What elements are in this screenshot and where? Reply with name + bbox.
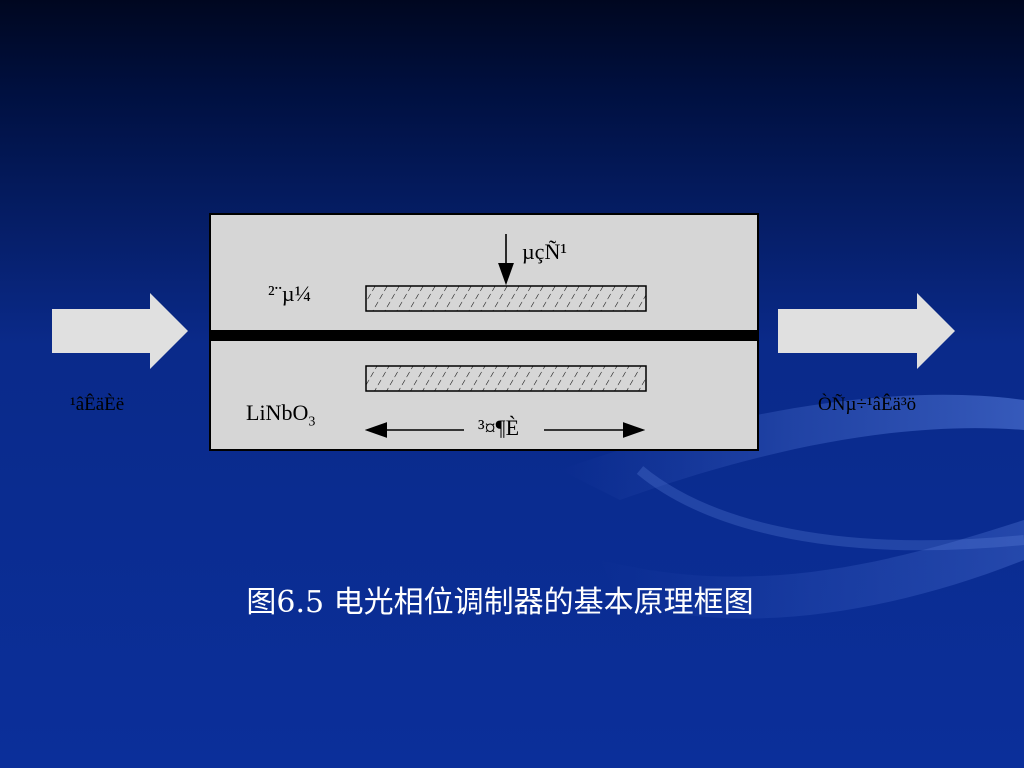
waveguide-label: ²¨µ¼ — [268, 281, 312, 306]
input-arrow — [52, 293, 188, 369]
figure-caption: 图6.5 电光相位调制器的基本原理框图 — [246, 585, 754, 620]
voltage-label: µçÑ¹ — [522, 239, 567, 264]
waveguide — [210, 330, 758, 341]
crystal-formula-subscript: 3 — [308, 414, 316, 430]
input-light-label: ¹âÊäÈë — [70, 394, 125, 415]
output-arrow — [778, 293, 955, 369]
crystal-label: LiNbO3 — [246, 402, 315, 429]
length-label: ³¤¶È — [478, 415, 520, 440]
output-light-label: ÒÑµ÷¹âÊä³ö — [818, 394, 917, 415]
crystal-formula: LiNbO — [246, 400, 309, 425]
upper-electrode — [365, 285, 647, 312]
lower-electrode — [365, 365, 647, 392]
